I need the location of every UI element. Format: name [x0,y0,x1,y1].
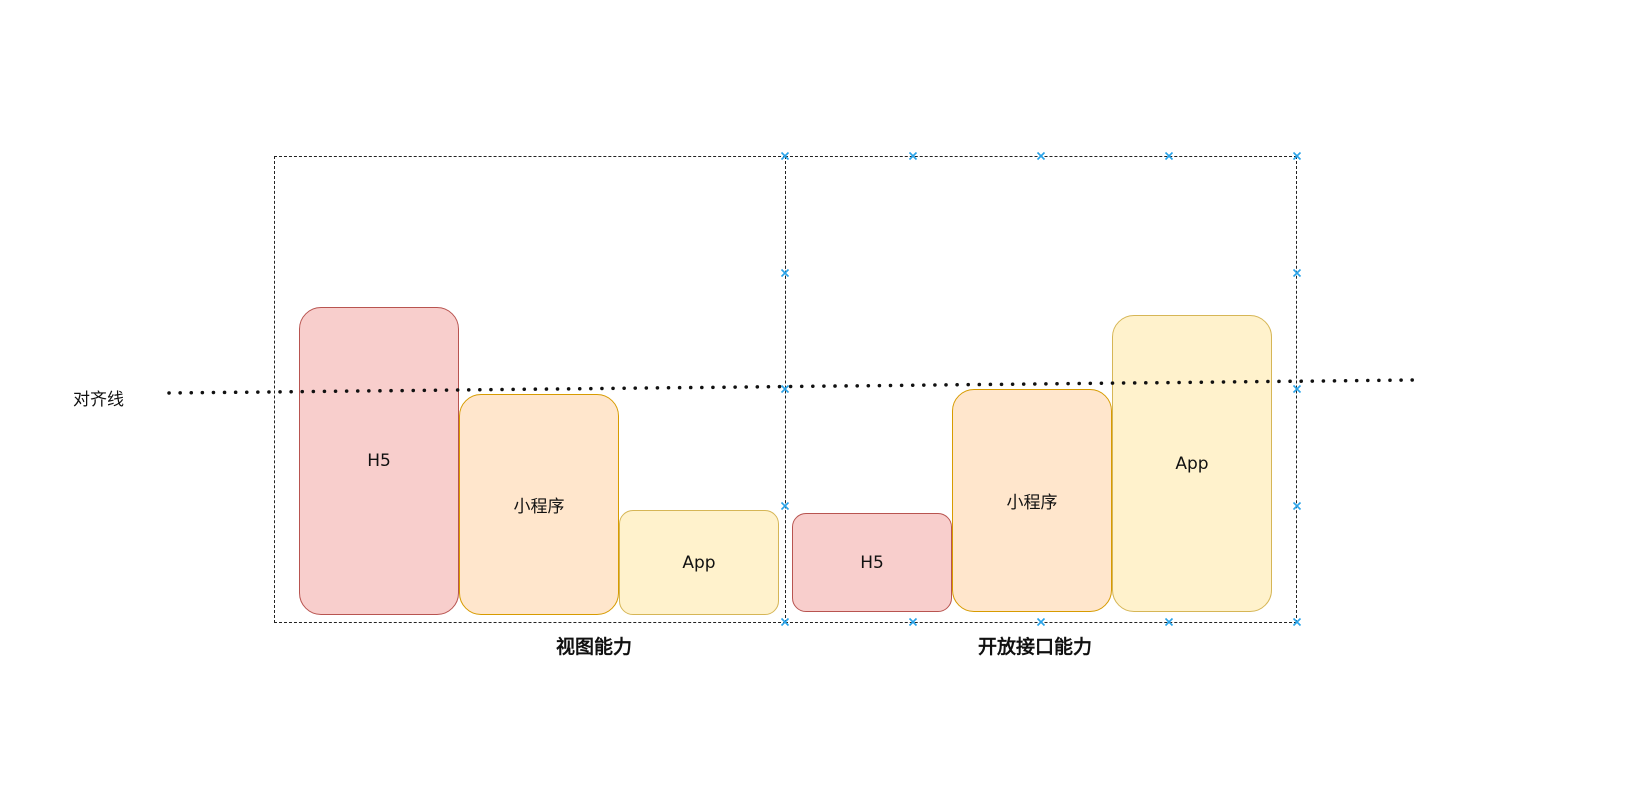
api-h5-box[interactable]: H5 [792,513,952,612]
view-app-label: App [682,552,716,573]
view-h5-box[interactable]: H5 [299,307,459,615]
resize-handle-icon[interactable] [908,617,918,627]
resize-handle-icon[interactable] [780,617,790,627]
view-h5-label: H5 [367,451,391,471]
resize-handle-icon[interactable] [1292,384,1302,394]
api-miniprogram-label: 小程序 [1006,493,1058,513]
api-app-box[interactable]: App [1112,315,1272,612]
resize-handle-icon[interactable] [780,151,790,161]
resize-handle-icon[interactable] [780,501,790,511]
resize-handle-icon[interactable] [908,151,918,161]
resize-handle-icon[interactable] [1164,617,1174,627]
resize-handle-icon[interactable] [780,268,790,278]
view-capability-title: 视图能力 [555,636,632,658]
api-app-label: App [1175,453,1209,474]
resize-handle-icon[interactable] [1292,617,1302,627]
api-miniprogram-box[interactable]: 小程序 [952,389,1112,612]
resize-handle-icon[interactable] [1036,617,1046,627]
alignment-line[interactable] [167,378,1417,395]
resize-handle-icon[interactable] [1164,151,1174,161]
resize-handle-icon[interactable] [1292,151,1302,161]
view-miniprogram-label: 小程序 [513,497,565,517]
api-h5-label: H5 [860,552,884,573]
view-miniprogram-box[interactable]: 小程序 [459,394,619,615]
resize-handle-icon[interactable] [1292,501,1302,511]
alignment-line-label: 对齐线 [73,390,124,410]
resize-handle-icon[interactable] [1036,151,1046,161]
resize-handle-icon[interactable] [1292,268,1302,278]
open-api-capability-title: 开放接口能力 [977,636,1092,658]
view-app-box[interactable]: App [619,510,779,615]
selection-handles [780,151,1302,627]
resize-handle-icon[interactable] [780,384,790,394]
